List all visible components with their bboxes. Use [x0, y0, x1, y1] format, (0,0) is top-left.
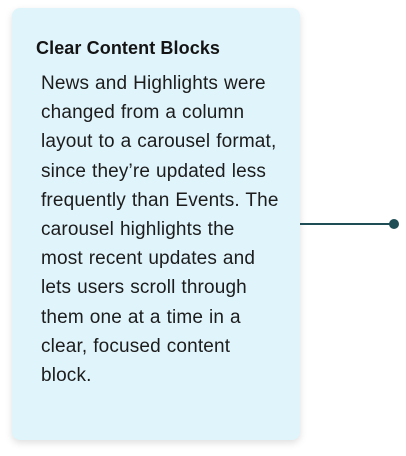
- connector-endpoint-dot: [389, 219, 399, 229]
- card-title: Clear Content Blocks: [36, 38, 221, 58]
- connector-line: [300, 219, 399, 229]
- card-description: News and Highlights were changed from a …: [41, 73, 279, 387]
- annotation-card: Clear Content Blocks News and Highlights…: [12, 8, 300, 440]
